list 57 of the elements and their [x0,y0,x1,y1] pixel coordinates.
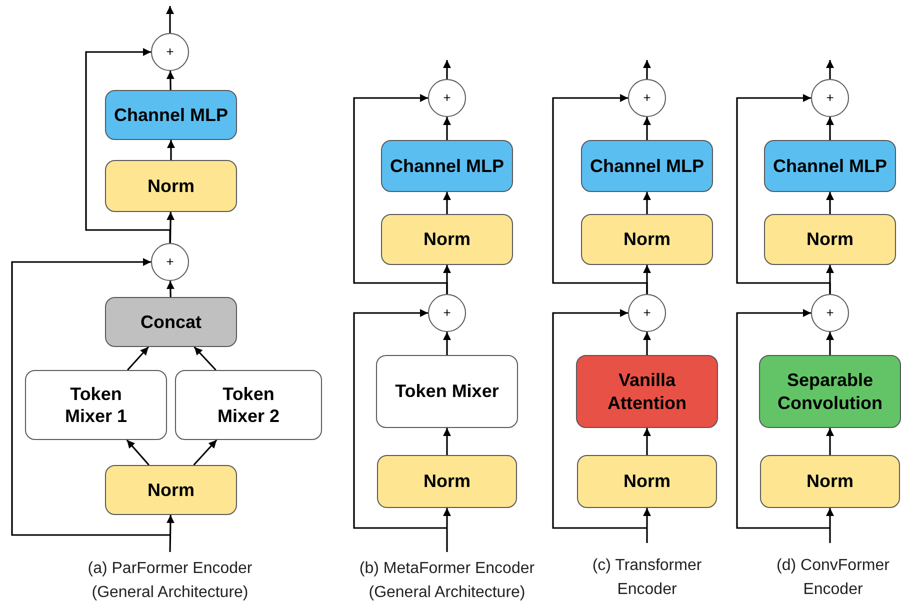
norm-box: Norm [105,160,237,212]
caption: (c) Transformer Encoder [591,556,703,600]
arrow [85,48,171,243]
mixer-box: Token Mixer 1 [25,370,167,440]
arrow [193,439,218,466]
arrow [353,309,447,529]
norm-box: Norm [377,455,517,508]
arrow [166,6,174,33]
arrow [826,117,834,140]
arrow [166,70,174,90]
norm-box: Norm [760,455,900,508]
arrow [736,94,831,294]
norm-box: Norm [105,465,237,515]
caption: (a) ParFormer Encoder (General Architecture) [86,559,254,603]
arrow [643,332,651,355]
arrow [127,346,149,371]
attention-box: Vanilla Attention [576,355,718,428]
arrow [443,60,451,79]
norm-box: Norm [577,455,717,508]
arrow [643,117,651,140]
arrow [826,60,834,79]
arrow [167,140,175,160]
arrow [11,258,170,536]
mlp-box: Channel MLP [581,140,713,192]
arrow [194,346,216,371]
mixer-box: Token Mixer 2 [175,370,322,440]
arrow [443,192,451,214]
norm-box: Norm [381,214,513,265]
arrow [443,508,451,552]
mixer-box: Token Mixer [376,355,518,428]
arrow [643,508,651,543]
arrow [826,332,834,355]
caption: (b) MetaFormer Encoder (General Architecture) [358,559,536,603]
arrow [443,117,451,140]
arrow [643,192,651,214]
arrow [826,508,834,543]
arrow [643,428,651,455]
arrow [643,60,651,79]
arrow [736,309,830,529]
arrow [552,94,648,294]
norm-box: Norm [581,214,713,265]
arrow [826,192,834,214]
arrow [166,280,174,298]
arrow [552,309,647,529]
arrow [826,428,834,455]
arrow [443,332,451,355]
convolution-box: Separable Convolution [759,355,901,428]
caption: (d) ConvFormer Encoder [776,556,890,600]
norm-box: Norm [764,214,896,265]
arrow [166,514,174,552]
arrow [126,439,150,466]
mlp-box: Channel MLP [381,140,513,192]
mlp-box: Channel MLP [764,140,896,192]
arrow [353,94,448,294]
arrow [443,428,451,455]
mlp-box: Channel MLP [105,90,237,140]
concat-box: Concat [105,297,237,347]
